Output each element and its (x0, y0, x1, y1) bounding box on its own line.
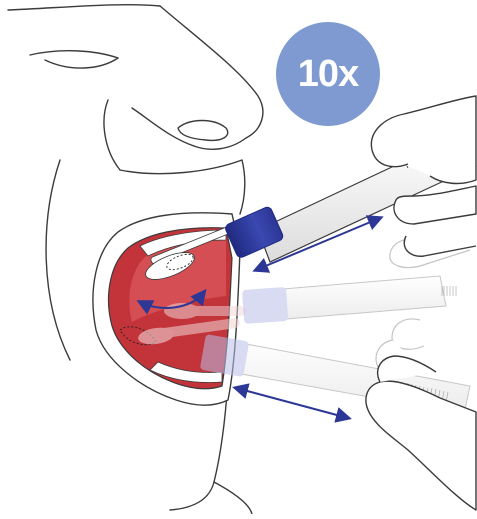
double-arrow-icon-lower (236, 388, 348, 418)
repeat-count-text: 10x (298, 53, 358, 96)
repeat-count-badge: 10x (276, 22, 380, 126)
tube-faded-middle (242, 276, 456, 324)
